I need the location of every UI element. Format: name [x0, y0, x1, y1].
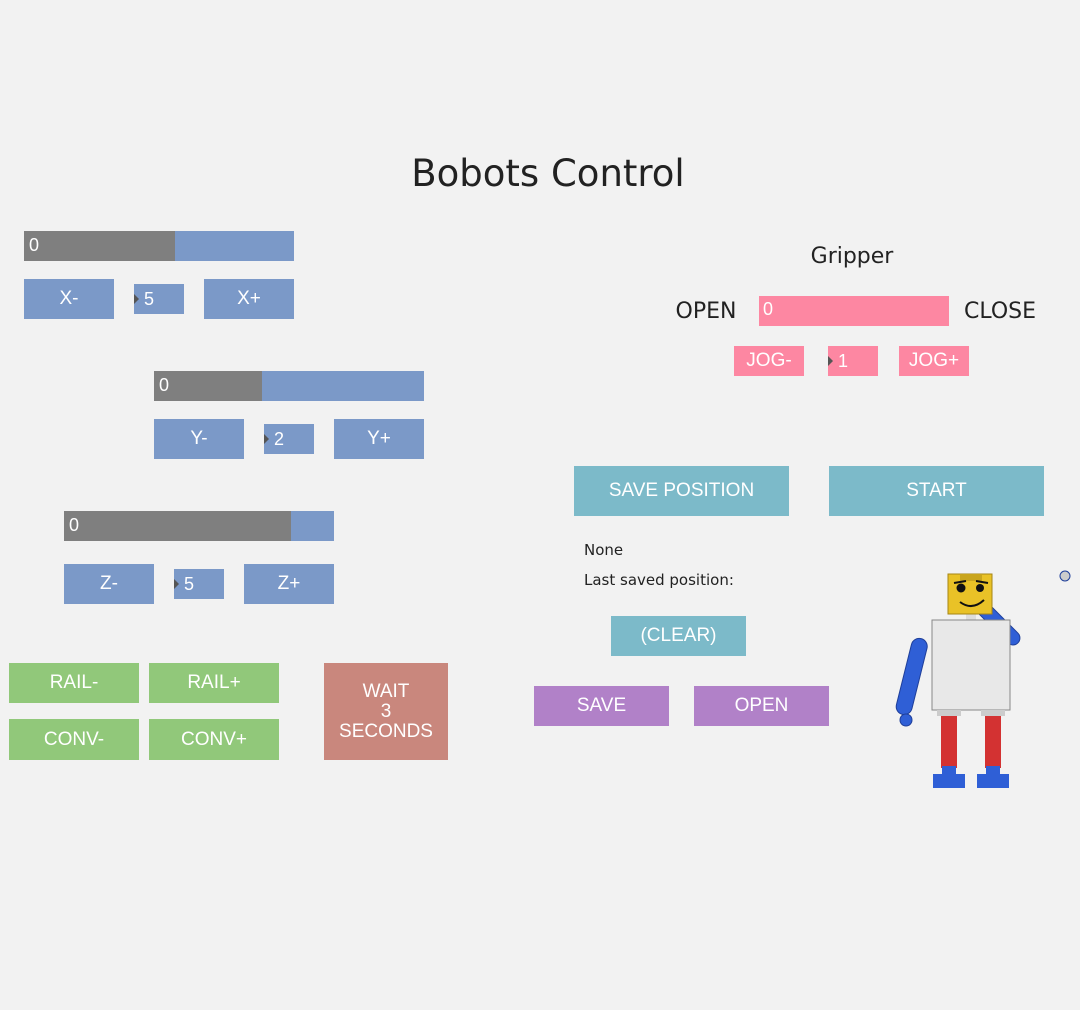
x-plus-button[interactable]: X+ [204, 279, 294, 319]
rail-minus-button[interactable]: RAIL- [9, 663, 139, 703]
gripper-title: Gripper [810, 244, 894, 269]
jog-minus-button[interactable]: JOG- [734, 346, 804, 376]
x-slider-fill [24, 231, 176, 261]
x-minus-button[interactable]: X- [24, 279, 114, 319]
jog-plus-button[interactable]: JOG+ [899, 346, 969, 376]
last-position-value: None [584, 541, 624, 559]
x-slider-value: 0 [29, 235, 40, 255]
gripper-open-label: OPEN [675, 299, 737, 324]
rail-plus-button[interactable]: RAIL+ [149, 663, 279, 703]
wait-label-line2: 3 [380, 700, 392, 722]
page-title: Bobots Control [411, 152, 685, 195]
conveyor-plus-button[interactable]: CONV+ [149, 719, 279, 760]
z-minus-button[interactable]: Z- [64, 564, 154, 604]
x-step-input[interactable]: 5 [134, 284, 184, 314]
gripper-close-label: CLOSE [963, 299, 1036, 324]
gripper-value: 0 [763, 299, 774, 319]
robot-mascot-icon [895, 570, 1071, 788]
save-position-button[interactable]: SAVE POSITION [574, 466, 789, 516]
y-step-input[interactable]: 2 [264, 424, 314, 454]
y-slider-fill [154, 371, 262, 401]
wait-label-line3: SECONDS [339, 720, 433, 742]
z-slider-fill [64, 511, 291, 541]
wait-label-line1: WAIT [362, 680, 410, 702]
y-slider[interactable]: 0 [154, 371, 424, 401]
z-slider[interactable]: 0 [64, 511, 334, 541]
wait-3-seconds-button[interactable]: WAIT 3 SECONDS [324, 663, 448, 760]
gripper-slider[interactable]: 0 [759, 296, 949, 326]
x-slider[interactable]: 0 [24, 231, 294, 261]
conveyor-minus-button[interactable]: CONV- [9, 719, 139, 760]
start-button[interactable]: START [829, 466, 1044, 516]
open-button[interactable]: OPEN [694, 686, 829, 726]
last-saved-position-label: Last saved position: [584, 571, 734, 589]
jog-step-input[interactable]: 1 [828, 346, 878, 376]
y-minus-button[interactable]: Y- [154, 419, 244, 459]
z-step-input[interactable]: 5 [174, 569, 224, 599]
clear-button[interactable]: (CLEAR) [611, 616, 746, 656]
z-slider-value: 0 [69, 515, 80, 535]
y-slider-value: 0 [159, 375, 170, 395]
z-plus-button[interactable]: Z+ [244, 564, 334, 604]
save-button[interactable]: SAVE [534, 686, 669, 726]
y-plus-button[interactable]: Y+ [334, 419, 424, 459]
